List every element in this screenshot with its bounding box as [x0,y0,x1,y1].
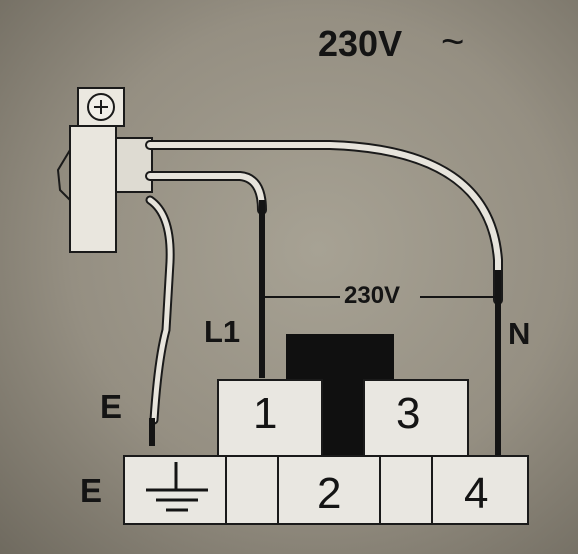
terminal-1-label: 1 [253,389,278,438]
neutral-label: N [508,316,531,351]
live-label: L1 [204,314,241,349]
terminal-bridge [286,334,394,458]
terminal-4-label: 4 [464,469,489,518]
earth-wire [145,195,175,446]
terminal-block-bottom [123,455,529,525]
neutral-wire [145,140,503,458]
terminal-block-top [217,379,469,459]
supply-voltage-label: 230V [318,23,403,64]
ac-symbol: ~ [441,20,465,64]
earth-wire-label: E [100,388,123,425]
terminal-2-label: 2 [317,469,342,518]
line-neutral-voltage-label: 230V [344,282,401,309]
ground-icon [146,462,208,512]
terminal-3-label: 3 [396,389,421,438]
live-wire [145,171,267,378]
earth-terminal-label: E [80,472,103,509]
cable-clamp [56,87,153,253]
